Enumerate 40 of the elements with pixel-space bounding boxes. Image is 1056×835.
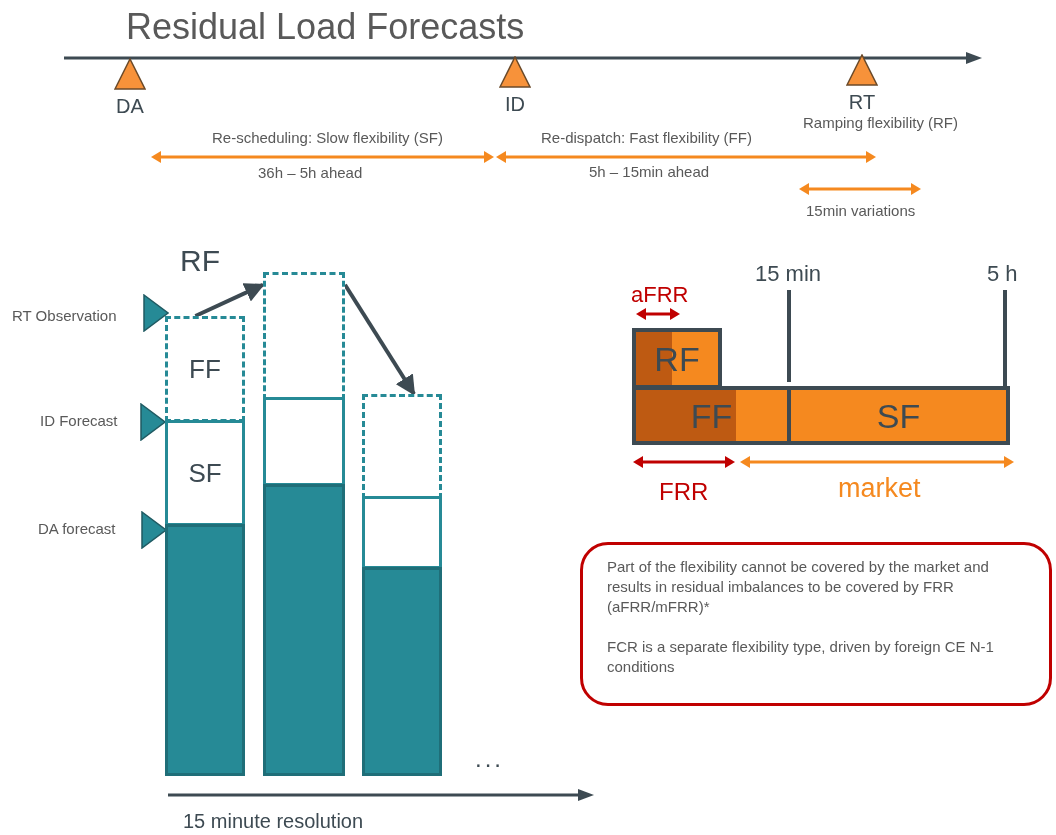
span-label: Re-scheduling: Slow flexibility (SF) [212, 129, 443, 148]
note-text: FCR is a separate flexibility type, driven by foreign CE N-1 conditions [607, 637, 995, 677]
level-label: ID Forecast [40, 412, 118, 431]
span-label: aFRR [631, 281, 689, 309]
span-label: 15min variations [806, 202, 916, 221]
filled-bar [263, 484, 345, 776]
span-label: market [838, 472, 921, 505]
arrow [194, 283, 265, 318]
block-label: SF [876, 398, 921, 433]
bar-segment [362, 496, 442, 569]
dashed-bar-segment [263, 272, 345, 400]
segment-label: SF [188, 456, 222, 490]
span-label: Re-dispatch: Fast flexibility (FF) [541, 129, 752, 148]
segment-label: FF [189, 352, 221, 386]
filled-bar [165, 524, 245, 776]
block-label: RF [654, 341, 700, 376]
marker-label: RT [848, 90, 876, 115]
level-label: RT Observation [12, 307, 117, 326]
dashed-bar-segment [362, 394, 442, 499]
span-label: 5h – 15min ahead [589, 163, 710, 182]
span-label: FRR [659, 477, 709, 507]
tick-label: 15 min [755, 260, 822, 288]
level-label: DA forecast [38, 520, 116, 539]
span-label: 36h – 5h ahead [258, 164, 363, 183]
marker-label: DA [116, 94, 144, 119]
note-text: Part of the flexibility cannot be covered by the market and results in residual imbalances to be covered by FRR (aFRR/mFRR)* [607, 557, 990, 617]
note-box [580, 542, 1052, 706]
span-label: Ramping flexibility (RF) [803, 114, 959, 133]
marker-label: ID [505, 92, 525, 117]
bar-segment [263, 397, 345, 486]
arrow [343, 283, 416, 396]
filled-bar [362, 567, 442, 776]
ellipsis: ... [475, 744, 504, 774]
block-label: FF [690, 398, 733, 433]
axis-label: 15 minute resolution [183, 809, 364, 834]
bar-segment [165, 420, 245, 526]
dashed-bar-segment [165, 316, 245, 422]
flexibility-block [632, 328, 722, 389]
title: Residual Load Forecasts [126, 5, 525, 49]
tick-label: 5 h [987, 260, 1018, 288]
